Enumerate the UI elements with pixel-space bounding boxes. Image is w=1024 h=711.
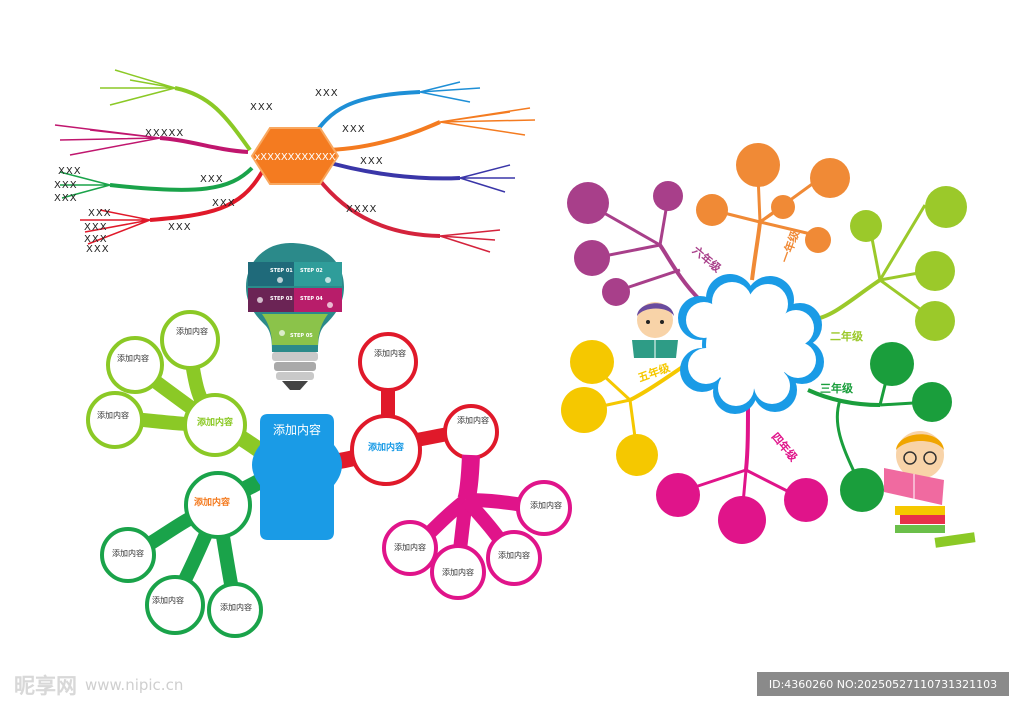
leaf-label-red: XXX [88,208,112,219]
grade-label-5: 五年级 [636,360,673,385]
branch-label: XXX [315,88,339,99]
hub-label-orange: 添加内容 [194,496,230,508]
leaf-node-label: 添加内容 [97,410,129,420]
watermark-id-text: ID:4360260 NO:20250527110731321103 [768,677,998,691]
branch-label: XXX [342,124,366,135]
apple-icon [325,277,331,283]
step-label: STEP 01 [270,268,293,274]
watermark-logo: 昵享网 www.nipic.cn [14,672,183,698]
center-hexagon[interactable] [250,127,340,185]
leaf-label-red: XXX [86,244,110,255]
leaf-label-red: XXX [84,234,108,245]
step-label: STEP 03 [270,296,293,302]
leaf-node-label: 添加内容 [220,602,252,612]
watermark-logo-text: 昵享网 [14,674,77,698]
step-label: STEP 02 [300,268,323,274]
leaf-node-label: 添加内容 [498,550,530,560]
leaf-label-green: XXX [54,180,78,191]
grade-label-4: 四年级 [769,430,802,465]
girl-with-books-illustration [884,431,976,548]
leaf-node-label: 添加内容 [112,548,144,558]
grade-label-1: 一年级 [778,228,803,265]
grade-label-6: 六年级 [690,243,725,276]
center-hexagon-label: xXXXXXXXXXXX [254,152,335,163]
reading-boy-illustration [632,302,678,358]
branch-label: XXX [360,156,384,167]
leaf-label-green: XXX [58,166,82,177]
top-left-mind-map: xXXXXXXXXXXX XXX XXXXX XXX XXX XXX XXX X… [54,69,536,255]
watermark-url: www.nipic.cn [85,676,184,694]
leaf-node-label: 添加内容 [530,500,562,510]
leaf-node-label: 添加内容 [457,415,489,425]
center-box[interactable] [252,414,342,540]
branch-label: XXX [200,174,224,185]
atom-icon [327,302,333,308]
step-label: STEP 04 [300,296,323,302]
leaf-node-label: 添加内容 [394,542,426,552]
leaf-node-label: 添加内容 [442,567,474,577]
leaf-node-label: 添加内容 [152,595,184,605]
center-cloud[interactable] [678,274,824,414]
bottom-circle-mind-map: 添加内容 添加内容 添加内容 添加内容 添加内容 添加内容 添加内容 添加内容 … [86,310,572,638]
leaf-node-label: 添加内容 [176,326,208,336]
leaf-label-red: XXX [84,222,108,233]
branch-label: XXX [168,222,192,233]
leaf-node-label: 添加内容 [117,353,149,363]
center-box-label: 添加内容 [273,422,321,437]
branch-label: XXX [250,102,274,113]
branch-label: XXX [212,198,236,209]
laptop-icon [277,277,283,283]
lightbulb-infographic: STEP 01 STEP 02 STEP 03 STEP 04 STEP 05 [246,243,344,390]
branch-label: XXXXX [145,128,184,139]
grade-mind-map: 一年级 二年级 三年级 四年级 五年级 六年级 [561,143,976,548]
leaf-node-label: 添加内容 [374,348,406,358]
watermark-id-badge: ID:4360260 NO:20250527110731321103 [757,672,1009,696]
hub-label-blue: 添加内容 [368,441,404,453]
branch-label: XXXX [346,204,377,215]
bulb-icon [279,330,285,336]
hub-label-light-green: 添加内容 [197,416,233,428]
grade-label-2: 二年级 [830,329,864,343]
gear-icon [257,297,263,303]
leaf-label-green: XXX [54,193,78,204]
grade-label-3: 三年级 [820,381,854,395]
step-label: STEP 05 [290,333,313,339]
